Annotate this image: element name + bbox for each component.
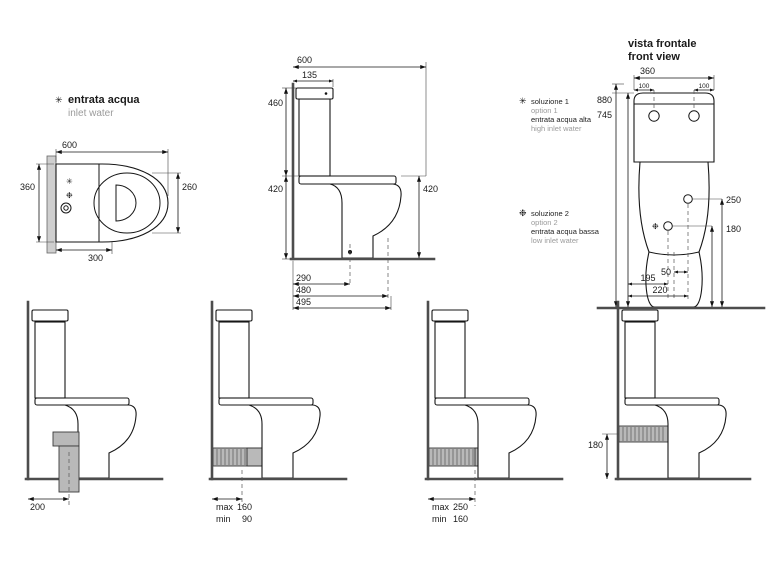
front-view: vista frontale front view ❉ 360 100 100 … bbox=[596, 38, 766, 310]
dim-label: max bbox=[432, 502, 450, 512]
flex-wall-drain-view-short: max 160 min 90 bbox=[208, 300, 348, 524]
dim-label: 135 bbox=[302, 70, 317, 80]
dim-label: 200 bbox=[30, 502, 45, 512]
option2-line3: entrata acqua bassa bbox=[531, 227, 600, 236]
high-inlet-hole-left bbox=[648, 110, 660, 122]
plan-view: ✳ ❉ 600 360 260 300 bbox=[20, 140, 197, 263]
flex-pipe bbox=[428, 447, 476, 467]
dim-label: 300 bbox=[88, 253, 103, 263]
dim-label: 180 bbox=[588, 440, 603, 450]
option1-icon: ✳ bbox=[519, 96, 527, 106]
high-inlet-mark-icon: ✳ bbox=[66, 177, 73, 186]
flex-pipe bbox=[212, 447, 248, 467]
dim-value: 160 bbox=[237, 502, 252, 512]
option2-line4: low inlet water bbox=[531, 236, 579, 245]
legend-title: entrata acqua bbox=[68, 94, 140, 106]
option1-line2: option 1 bbox=[531, 106, 558, 115]
front-view-title-en: front view bbox=[628, 51, 680, 63]
legend-option-1: ✳ soluzione 1 option 1 entrata acqua alt… bbox=[519, 96, 592, 133]
option1-line3: entrata acqua alta bbox=[531, 115, 592, 124]
drain-trap bbox=[52, 431, 80, 447]
floor-drain-view: 200 bbox=[24, 300, 164, 512]
dim-label: 880 bbox=[597, 95, 612, 105]
legend-option-2: ❉ soluzione 2 option 2 entrata acqua bas… bbox=[519, 208, 600, 245]
dim-label: 600 bbox=[297, 55, 312, 65]
dim-label: 250 bbox=[726, 195, 741, 205]
cistern bbox=[298, 98, 331, 177]
dim-label: 100 bbox=[699, 83, 710, 90]
option2-icon: ❉ bbox=[519, 208, 527, 218]
inlet-connection bbox=[60, 202, 72, 214]
bowl-opening bbox=[115, 184, 137, 222]
option2-line2: option 2 bbox=[531, 218, 558, 227]
dim-label: min bbox=[432, 514, 447, 524]
legend-subtitle: inlet water bbox=[68, 108, 114, 119]
dim-label: max bbox=[216, 502, 234, 512]
dim-label: 180 bbox=[726, 224, 741, 234]
option1-line1: soluzione 1 bbox=[531, 97, 569, 106]
flex-wall-drain-view-long: max 250 min 160 bbox=[424, 300, 564, 524]
option1-line4: high inlet water bbox=[531, 124, 582, 133]
dim-label: 600 bbox=[62, 140, 77, 150]
dim-label: 480 bbox=[296, 285, 311, 295]
wall-drain-view: 180 bbox=[588, 300, 752, 481]
dim-label: 460 bbox=[268, 98, 283, 108]
low-inlet-mark-icon: ❉ bbox=[66, 191, 73, 200]
bowl-profile bbox=[329, 183, 402, 259]
dim-label: 745 bbox=[597, 110, 612, 120]
low-inlet-mark-icon: ❉ bbox=[652, 222, 659, 231]
dim-label: 195 bbox=[640, 273, 655, 283]
dim-label: 220 bbox=[652, 285, 667, 295]
inlet-water-icon: ✳ bbox=[55, 95, 63, 105]
dim-label: min bbox=[216, 514, 231, 524]
dim-label: 260 bbox=[182, 182, 197, 192]
bowl-rim bbox=[93, 172, 161, 234]
front-view-title-it: vista frontale bbox=[628, 38, 696, 50]
toilet-plan-outline bbox=[55, 163, 169, 243]
dim-value: 160 bbox=[453, 514, 468, 524]
cistern-front bbox=[633, 92, 715, 163]
dim-label: 290 bbox=[296, 273, 311, 283]
high-inlet-hole-right bbox=[688, 110, 700, 122]
cistern-lid bbox=[295, 87, 334, 100]
dim-label: 495 bbox=[296, 297, 311, 307]
dim-value: 90 bbox=[242, 514, 252, 524]
side-view: 600 135 460 420 420 290 480 495 bbox=[268, 55, 438, 311]
dim-label: 360 bbox=[20, 182, 35, 192]
seat bbox=[298, 175, 397, 185]
dim-label: 420 bbox=[423, 184, 438, 194]
dim-label: 360 bbox=[640, 66, 655, 76]
dim-label: 100 bbox=[639, 83, 650, 90]
bowl-front bbox=[638, 161, 710, 308]
dim-label: 420 bbox=[268, 184, 283, 194]
wall-section bbox=[46, 155, 57, 254]
legend-inlet-water: ✳ entrata acqua inlet water bbox=[55, 94, 140, 119]
dim-value: 250 bbox=[453, 502, 468, 512]
dim-label: 50 bbox=[661, 267, 671, 277]
option2-line1: soluzione 2 bbox=[531, 209, 569, 218]
